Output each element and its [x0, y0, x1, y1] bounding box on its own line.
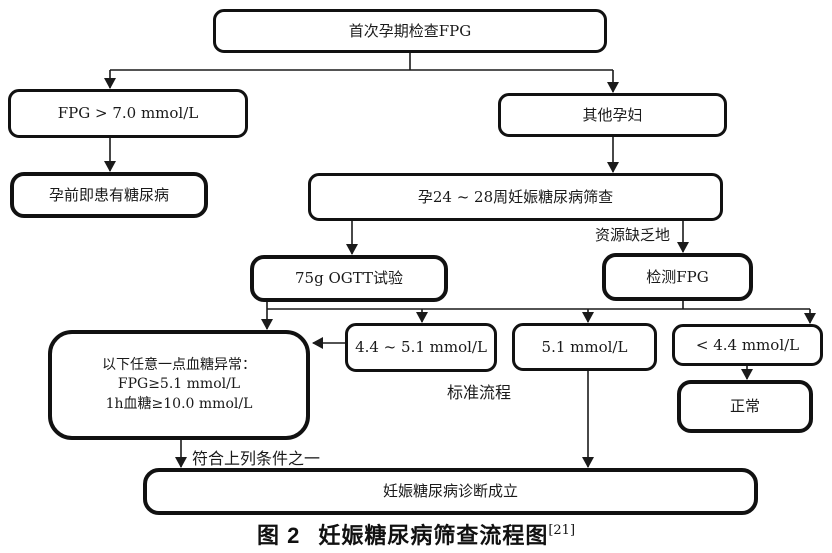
node-75g-ogtt-label: 75g OGTT试验 [294, 269, 404, 288]
node-abnormal-glucose-title: 以下任意一点血糖异常： [102, 357, 256, 374]
node-gdm-diagnosis: 妊娠糖尿病诊断成立 [143, 468, 758, 515]
node-pre-existing-diabetes: 孕前即患有糖尿病 [10, 172, 208, 218]
arrow-start-to-branches [104, 53, 619, 93]
node-abnormal-glucose: 以下任意一点血糖异常： FPG≥5.1 mmol/L 1h血糖≥10.0 mmo… [48, 330, 310, 440]
node-other-pregnant-label: 其他孕妇 [582, 105, 643, 124]
node-pre-existing-diabetes-label: 孕前即患有糖尿病 [48, 185, 169, 204]
arrow-screening-to-testfpg [677, 221, 689, 253]
arrow-abnormal-to-diagnosis [175, 440, 187, 468]
node-75g-ogtt: 75g OGTT试验 [250, 255, 448, 302]
node-range-4-4-to-5-1-label: 4.4 ~ 5.1 mmol/L [355, 338, 487, 357]
node-other-pregnant: 其他孕妇 [498, 93, 727, 137]
node-range-4-4-to-5-1: 4.4 ~ 5.1 mmol/L [345, 323, 497, 372]
node-screening-24-28w-label: 孕24 ~ 28周妊娠糖尿病筛查 [417, 187, 614, 206]
arrow-low-to-normal [741, 366, 753, 380]
node-fpg-above-7: FPG > 7.0 mmol/L [8, 89, 248, 138]
label-resource-scarce: 资源缺乏地 [595, 226, 671, 244]
node-range-below-4-4-label: < 4.4 mmol/L [695, 335, 800, 354]
node-first-prenatal-fpg-label: 首次孕期检查FPG [348, 21, 472, 40]
arrow-other-to-screening [607, 137, 619, 173]
node-gdm-diagnosis-label: 妊娠糖尿病诊断成立 [382, 482, 518, 501]
node-range-below-4-4: < 4.4 mmol/L [672, 324, 823, 366]
figure-caption: 图 2 妊娠糖尿病筛查流程图[21] [0, 518, 832, 550]
node-screening-24-28w: 孕24 ~ 28周妊娠糖尿病筛查 [308, 173, 723, 221]
node-normal-label: 正常 [729, 397, 760, 416]
arrow-midrange-to-abnormal [312, 337, 345, 349]
node-normal: 正常 [677, 380, 813, 433]
arrow-fpg-high-to-pre-existing [104, 138, 116, 172]
node-test-fpg: 检测FPG [602, 253, 753, 301]
arrow-screening-to-ogtt [346, 221, 358, 255]
node-abnormal-glucose-1h: 1h血糖≥10.0 mmol/L [105, 395, 253, 412]
node-first-prenatal-fpg: 首次孕期检查FPG [213, 9, 607, 53]
label-standard-process: 标准流程 [447, 383, 512, 402]
node-test-fpg-label: 检测FPG [646, 267, 709, 286]
node-abnormal-glucose-fpg: FPG≥5.1 mmol/L [117, 376, 241, 393]
node-range-5-1: 5.1 mmol/L [512, 323, 657, 371]
arrow-high-to-diagnosis [582, 371, 594, 468]
figure-caption-label: 图 2 [256, 523, 301, 548]
node-range-5-1-label: 5.1 mmol/L [541, 337, 628, 356]
figure-caption-ref: [21] [548, 523, 576, 538]
node-fpg-above-7-label: FPG > 7.0 mmol/L [57, 104, 199, 123]
label-meets-condition: 符合上列条件之一 [192, 449, 321, 468]
figure-caption-title: 妊娠糖尿病筛查流程图 [318, 523, 549, 548]
